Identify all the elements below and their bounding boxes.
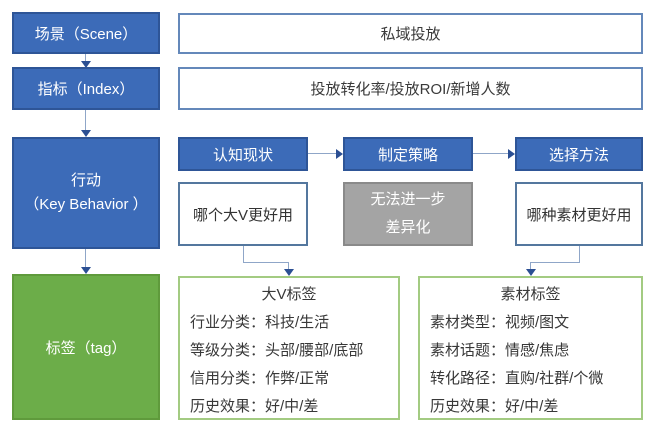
note-box-which-material: 哪种素材更好用 [515,182,643,246]
arrow-behavior-to-tag [85,249,86,268]
connector-kol-elbow [243,262,289,263]
scene-label: 场景（Scene） [34,25,138,43]
arrow-strategy-to-method [473,153,509,154]
arrow-scene-to-index [85,54,86,62]
connector-material-elbow [530,262,531,270]
arrow-right-icon [336,149,343,159]
note-text: 哪个大V更好用 [192,206,293,224]
step-box-cognition: 认知现状 [178,137,308,171]
behavior-box: 行动 （Key Behavior ） [12,137,160,249]
tag-item: 转化路径：直购/社群/个微 [430,370,604,387]
tag-box: 标签（tag） [12,274,160,420]
kol-tag-group-box: 大V标签 行业分类：科技/生活 等级分类：头部/腰部/底部 信用分类：作弊/正常… [178,276,400,420]
tag-item: 等级分类：头部/腰部/底部 [190,342,364,359]
behavior-label: 行动 （Key Behavior ） [24,172,148,213]
arrow-down-icon [526,269,536,276]
arrow-down-icon [81,267,91,274]
tag-item: 历史效果：好/中/差 [190,398,319,415]
connector-kol-elbow [288,262,289,270]
connector-material-elbow [579,246,580,263]
tag-item: 行业分类：科技/生活 [190,314,330,331]
index-value-box: 投放转化率/投放ROI/新增人数 [178,67,643,110]
arrow-down-icon [81,61,91,68]
arrow-right-icon [508,149,515,159]
arrow-index-to-behavior [85,110,86,131]
index-label: 指标（Index） [37,81,135,98]
note-text: 哪种素材更好用 [526,206,632,224]
step-box-strategy: 制定策略 [343,137,473,171]
scene-value: 私域投放 [380,26,441,43]
tag-item: 素材类型：视频/图文 [430,314,570,331]
index-box: 指标（Index） [12,67,160,110]
material-tag-group-title: 素材标签 [500,286,561,303]
material-tag-group-box: 素材标签 素材类型：视频/图文 素材话题：情感/焦虑 转化路径：直购/社群/个微… [418,276,643,420]
arrow-down-icon [81,130,91,137]
step-title: 选择方法 [548,146,609,164]
note-box-no-differentiation: 无法进一步 差异化 [343,182,473,246]
connector-material-elbow [530,262,580,263]
arrow-cognition-to-strategy [308,153,337,154]
connector-kol-elbow [243,246,244,263]
tag-label: 标签（tag） [45,339,127,357]
arrow-down-icon [284,269,294,276]
tag-item: 素材话题：情感/焦虑 [430,342,570,359]
note-text: 无法进一步 差异化 [370,191,446,236]
index-value: 投放转化率/投放ROI/新增人数 [310,81,511,98]
scene-value-box: 私域投放 [178,13,643,54]
kol-tag-group-title: 大V标签 [261,286,317,303]
tag-item: 历史效果：好/中/差 [430,398,559,415]
step-title: 制定策略 [377,146,438,164]
step-title: 认知现状 [212,146,273,164]
scene-box: 场景（Scene） [12,12,160,54]
tag-item: 信用分类：作弊/正常 [190,370,330,387]
note-box-which-kol: 哪个大V更好用 [178,182,308,246]
step-box-method: 选择方法 [515,137,643,171]
